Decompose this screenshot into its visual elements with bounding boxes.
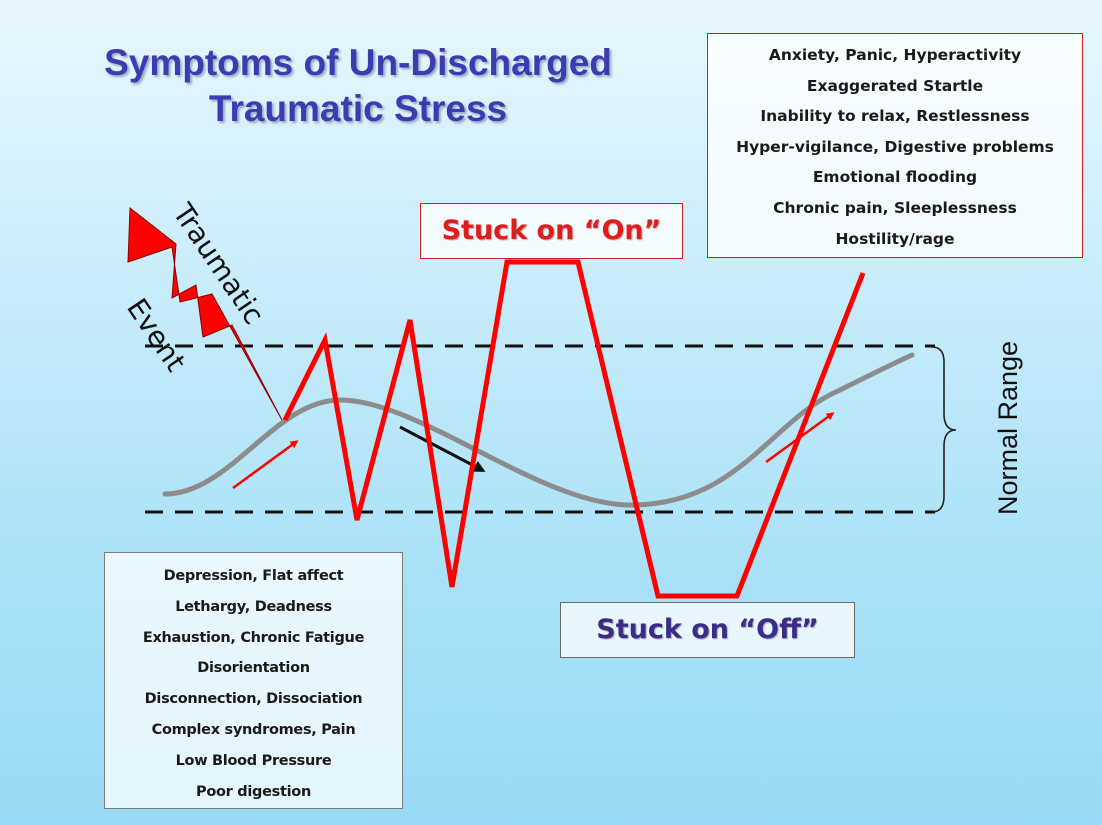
normal-range-brace — [931, 346, 957, 513]
normal-wave-curve — [162, 352, 915, 508]
on-symptom-item: Hyper-vigilance, Digestive problems — [736, 137, 1054, 156]
off-symptom-item: Complex syndromes, Pain — [151, 721, 356, 738]
page-title: Symptoms of Un-Discharged Traumatic Stre… — [58, 40, 658, 132]
off-symptom-item: Disorientation — [197, 660, 310, 677]
recovery-arrow-left — [232, 440, 299, 490]
wave-direction-arrow — [399, 425, 486, 472]
off-symptom-item: Lethargy, Deadness — [175, 598, 332, 615]
on-symptom-item: Hostility/rage — [835, 229, 955, 248]
on-symptom-item: Inability to relax, Restlessness — [760, 107, 1030, 126]
on-symptom-item: Anxiety, Panic, Hyperactivity — [768, 46, 1022, 64]
title-line-1: Symptoms of Un-Discharged — [104, 42, 612, 83]
on-symptom-item: Exaggerated Startle — [806, 76, 984, 95]
hypoarousal-symptoms-box: Depression, Flat affect Lethargy, Deadne… — [104, 552, 403, 809]
event-label: Event — [120, 292, 192, 377]
off-symptom-item: Low Blood Pressure — [175, 752, 332, 769]
stuck-off-label: Stuck on “Off” — [560, 602, 855, 658]
off-symptom-item: Poor digestion — [196, 783, 311, 800]
stuck-on-label: Stuck on “On” — [420, 203, 683, 259]
trauma-response-line — [282, 259, 866, 599]
hyperarousal-symptoms-box: Anxiety, Panic, Hyperactivity Exaggerate… — [707, 33, 1083, 258]
lightning-bolt-icon — [127, 207, 283, 421]
title-line-2: Traumatic Stress — [208, 88, 508, 129]
off-symptom-item: Disconnection, Dissociation — [144, 691, 363, 708]
on-symptom-item: Chronic pain, Sleeplessness — [773, 198, 1017, 217]
on-symptom-item: Emotional flooding — [812, 168, 978, 187]
off-symptom-item: Depression, Flat affect — [163, 568, 344, 584]
off-symptom-item: Exhaustion, Chronic Fatigue — [142, 629, 365, 646]
normal-range-label: Normal Range — [993, 341, 1023, 515]
